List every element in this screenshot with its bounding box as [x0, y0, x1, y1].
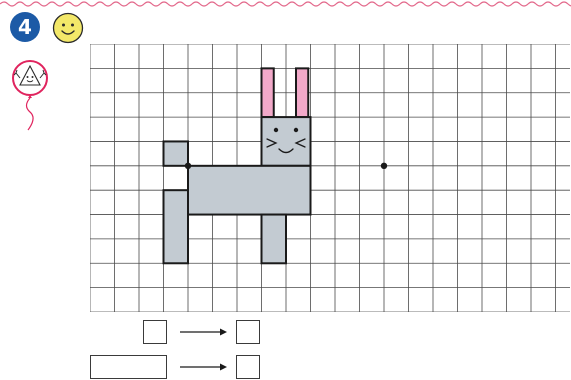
- squared-grid: [90, 44, 570, 312]
- rotation-point-on-rabbit: [185, 163, 191, 169]
- rabbit-right-eye: [294, 128, 298, 132]
- rabbit-back-leg: [164, 190, 189, 263]
- answer-box-row2-input[interactable]: [90, 355, 167, 379]
- grid-lines: [90, 44, 570, 312]
- answer-box-row1-output[interactable]: [236, 320, 260, 344]
- right-arrow-icon: [180, 327, 228, 337]
- rabbit-front-leg: [262, 215, 287, 264]
- rabbit-tail: [164, 141, 189, 165]
- right-arrow-icon: [180, 362, 228, 372]
- exercise-number-badge: 4: [10, 12, 40, 42]
- rabbit-head: [262, 117, 311, 166]
- answer-box-row2-output[interactable]: [236, 355, 260, 379]
- answer-box-row1-input[interactable]: [143, 320, 167, 344]
- rotation-point-target: [381, 163, 387, 169]
- triangle-character-balloon-icon: [10, 58, 50, 134]
- wavy-top-border: [0, 0, 571, 8]
- smiley-face-icon: [52, 12, 84, 44]
- rabbit-right-ear: [296, 68, 308, 117]
- rabbit-left-eye: [274, 128, 278, 132]
- rabbit-body: [188, 166, 311, 215]
- rabbit-left-ear: [262, 68, 274, 117]
